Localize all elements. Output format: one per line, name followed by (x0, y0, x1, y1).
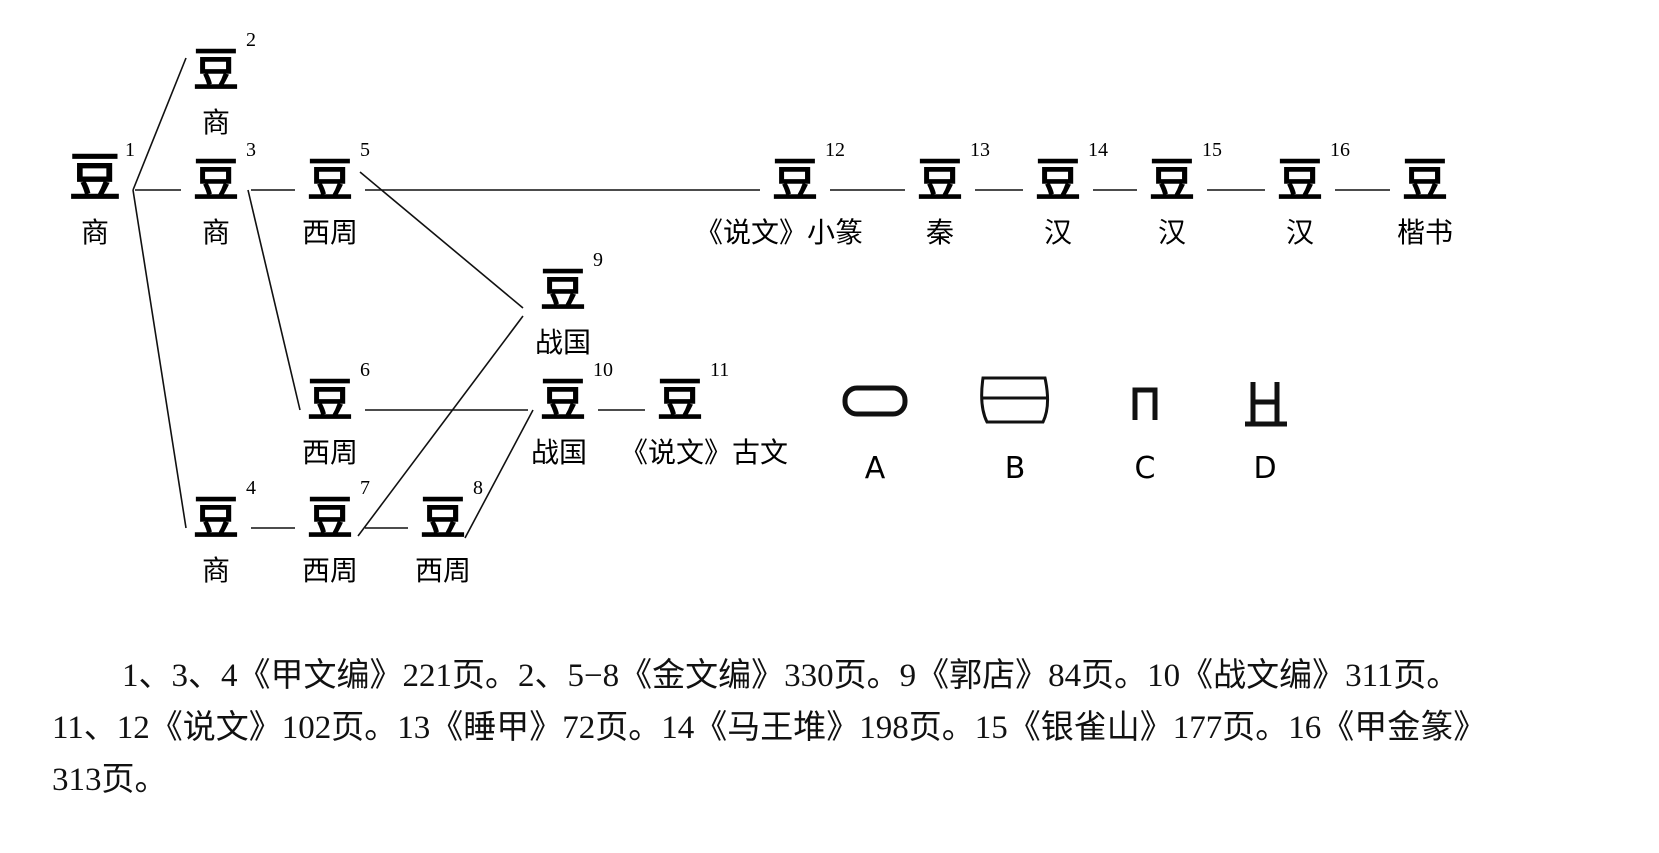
glyph-character: 豆 (307, 491, 353, 545)
era-label: 商 (202, 216, 230, 249)
component-letter: C (1135, 451, 1156, 486)
foot-stand-shape (1245, 382, 1287, 427)
glyph-character: 豆 (307, 373, 353, 427)
glyph-node-10: 豆 10 战国 (531, 359, 613, 469)
era-label: 汉 (1044, 216, 1072, 249)
era-label: 西周 (415, 554, 471, 587)
glyph-node-7: 豆7 西周 (302, 477, 370, 587)
glyph-character: 豆 (1277, 153, 1323, 207)
era-label: 《说文》古文 (620, 436, 788, 469)
era-label: 西周 (302, 436, 358, 469)
glyph-character: 豆 (307, 153, 353, 207)
edge-1-2 (132, 57, 187, 191)
node-number: 2 (246, 29, 256, 51)
era-label: 商 (202, 106, 230, 139)
node-number: 6 (360, 359, 370, 381)
glyph-node-6: 豆6 西周 (302, 359, 370, 469)
node-number: 14 (1088, 139, 1108, 161)
oval-mouth-shape (842, 385, 908, 417)
glyph-node-11: 豆 11 《说文》古文 (620, 359, 788, 469)
glyph-node-2: 豆2 商 (193, 29, 256, 139)
node-number: 15 (1202, 139, 1222, 161)
caption-line-3: 313页。 (52, 762, 168, 798)
glyph-node-4: 豆4 商 (193, 477, 256, 587)
glyph-node-5: 豆5 西周 (302, 139, 370, 249)
glyph-node-15: 豆 15 汉 (1149, 139, 1222, 249)
component-letter: B (1005, 451, 1026, 486)
node-number: 7 (360, 477, 370, 499)
era-label: 《说文》小篆 (695, 216, 863, 249)
component-letter: A (865, 451, 886, 486)
glyph-character: 豆 (772, 153, 818, 207)
source-caption: 1、3、4《甲文编》221页。2、5−8《金文编》330页。9《郭店》84页。1… (52, 650, 1632, 806)
glyph-node-13: 豆 13 秦 (917, 139, 990, 249)
glyph-character: 豆 (193, 43, 239, 97)
node-number: 3 (246, 139, 256, 161)
era-label: 战国 (531, 436, 587, 469)
era-label: 商 (81, 216, 109, 249)
glyph-character: 豆 (420, 491, 466, 545)
era-label: 西周 (302, 216, 358, 249)
era-label: 汉 (1158, 216, 1186, 249)
node-number: 4 (246, 477, 256, 499)
glyph-node-14: 豆 14 汉 (1035, 139, 1108, 249)
era-label: 商 (202, 554, 230, 587)
edge-3-6 (247, 189, 301, 411)
component-C: C (1132, 387, 1158, 486)
node-number: 10 (593, 359, 613, 381)
caption-line-2: 11、12《说文》102页。13《睡甲》72页。14《马王堆》198页。15《银… (52, 710, 1487, 746)
node-number: 1 (125, 139, 135, 161)
edge-layer (132, 57, 1390, 539)
component-D: D (1245, 382, 1287, 486)
era-label: 秦 (926, 216, 954, 249)
component-letter: D (1253, 451, 1276, 486)
glyph-character: 豆 (540, 263, 586, 317)
glyph-character: 豆 (69, 148, 121, 209)
component-legend: A B C D (842, 376, 1287, 486)
era-label: 西周 (302, 554, 358, 587)
edge-1-4 (132, 189, 187, 529)
glyph-node-3: 豆3 商 (193, 139, 256, 249)
vessel-body-shape (980, 376, 1050, 424)
edge-8-10 (464, 409, 534, 539)
node-number: 12 (825, 139, 845, 161)
glyph-character: 豆 (1149, 153, 1195, 207)
glyph-character: 豆 (1035, 153, 1081, 207)
edge-5-9 (359, 171, 524, 309)
node-number: 5 (360, 139, 370, 161)
glyph-node-16: 豆 16 汉 (1277, 139, 1350, 249)
era-label: 战国 (535, 326, 591, 359)
node-number: 16 (1330, 139, 1350, 161)
era-label: 楷书 (1397, 216, 1453, 249)
glyph-node-9: 豆9 战国 (535, 249, 603, 359)
glyph-node-12: 豆 12 《说文》小篆 (695, 139, 863, 249)
glyph-character: 豆 (193, 491, 239, 545)
glyph-character: 豆 (1402, 153, 1448, 207)
caption-line-1: 1、3、4《甲文编》221页。2、5−8《金文编》330页。9《郭店》84页。1… (122, 658, 1460, 694)
component-B: B (980, 376, 1050, 486)
glyph-character: 豆 (917, 153, 963, 207)
node-number: 9 (593, 249, 603, 271)
glyph-node-kaishu: 豆楷书 (1397, 153, 1453, 249)
glyph-character: 豆 (193, 153, 239, 207)
glyph-character: 豆 (657, 373, 703, 427)
node-number: 8 (473, 477, 483, 499)
node-number: 11 (710, 359, 729, 381)
node-number: 13 (970, 139, 990, 161)
stem-arch-shape (1132, 387, 1158, 420)
glyph-character: 豆 (540, 373, 586, 427)
edge-9-7 (357, 315, 524, 537)
glyph-node-8: 豆8 西周 (415, 477, 483, 587)
component-A: A (842, 385, 908, 486)
era-label: 汉 (1286, 216, 1314, 249)
